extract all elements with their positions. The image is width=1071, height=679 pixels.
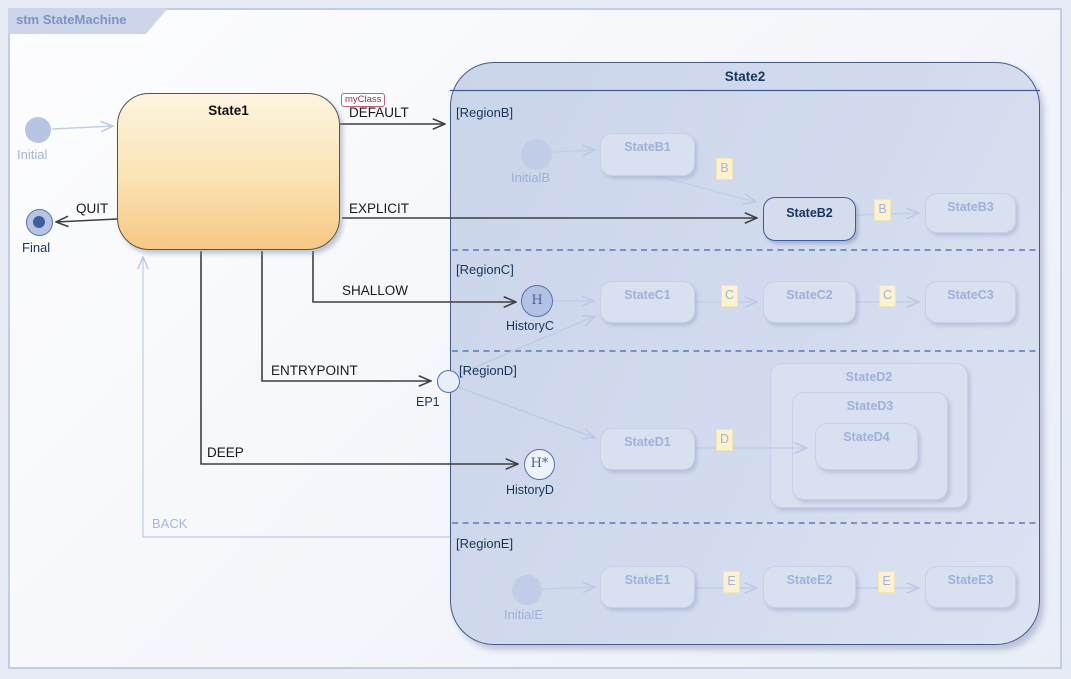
trigger-badge-b2[interactable]: B	[874, 199, 891, 221]
entry-point-ep1-node[interactable]	[437, 370, 460, 393]
transition-ep1-to-stated1[interactable]	[457, 386, 595, 438]
historyd-node[interactable]: H*	[524, 449, 555, 480]
state-e2[interactable]: StateE2	[763, 566, 856, 608]
state2-title: State2	[724, 69, 766, 84]
state-c3-label: StateC3	[947, 288, 994, 302]
region-b-label: [RegionB]	[456, 105, 514, 120]
state-e3[interactable]: StateE3	[925, 566, 1016, 608]
state-d4-label: StateD4	[843, 430, 890, 444]
transition-label-quit[interactable]: QUIT	[76, 201, 109, 216]
initiale-node[interactable]	[512, 575, 542, 605]
state-c2[interactable]: StateC2	[763, 281, 856, 323]
initialb-label: InitialB	[511, 170, 551, 185]
state-b1[interactable]: StateB1	[600, 133, 695, 176]
transition-entrypoint[interactable]	[261, 251, 431, 381]
trigger-d-text: D	[719, 432, 730, 446]
final-node-dot	[33, 216, 45, 228]
transition-label-shallow[interactable]: SHALLOW	[342, 283, 409, 298]
state-d1[interactable]: StateD1	[600, 428, 695, 470]
state-e1-label: StateE1	[624, 573, 671, 587]
transition-quit[interactable]	[56, 219, 118, 222]
state1-title: State1	[208, 103, 249, 118]
transition-label-back[interactable]: BACK	[152, 516, 188, 531]
trigger-badge-d[interactable]: D	[716, 429, 733, 451]
state-b3-label: StateB3	[947, 200, 994, 214]
shallow-history-icon: H	[531, 292, 543, 308]
trigger-b1-text: B	[720, 161, 729, 175]
region-c-label: [RegionC]	[456, 262, 514, 277]
state-c2-label: StateC2	[786, 288, 833, 302]
state-d4[interactable]: StateD4	[815, 423, 918, 470]
state1[interactable]: State1	[117, 93, 340, 250]
trigger-c1-text: C	[724, 288, 735, 302]
transition-deep[interactable]	[200, 251, 518, 464]
state-c1[interactable]: StateC1	[600, 281, 695, 323]
final-label: Final	[22, 240, 51, 255]
ep1-label: EP1	[416, 395, 440, 409]
diagram-title: stm StateMachine	[16, 12, 127, 27]
trigger-badge-b1[interactable]: B	[716, 158, 733, 180]
state-e1[interactable]: StateE1	[600, 566, 695, 608]
transition-initial-to-state1[interactable]	[51, 126, 113, 129]
state-c3[interactable]: StateC3	[925, 281, 1016, 323]
historyc-node[interactable]: H	[521, 285, 553, 317]
transition-label-default[interactable]: DEFAULT	[349, 105, 409, 120]
trigger-e2-text: E	[882, 574, 891, 588]
state-b2-label: StateB2	[786, 206, 833, 220]
transition-back[interactable]	[143, 257, 450, 538]
transition-initialb-to-stateb1[interactable]	[551, 150, 595, 152]
diagram-frame-tab[interactable]: stm StateMachine	[8, 8, 168, 34]
trigger-badge-e1[interactable]: E	[723, 571, 740, 593]
region-d-label: [RegionD]	[459, 363, 517, 378]
transition-initiale-to-statee1[interactable]	[541, 587, 595, 589]
historyd-label: HistoryD	[506, 483, 554, 497]
final-node[interactable]	[26, 209, 53, 236]
state-d3-label: StateD3	[846, 399, 894, 413]
trigger-e1-text: E	[727, 574, 736, 588]
transition-label-entrypoint[interactable]: ENTRYPOINT	[271, 363, 358, 378]
trigger-c2-text: C	[882, 288, 893, 302]
deep-history-icon: H*	[530, 456, 549, 471]
trigger-badge-c2[interactable]: C	[879, 285, 896, 307]
transition-label-explicit[interactable]: EXPLICIT	[349, 201, 410, 216]
transition-shallow[interactable]	[312, 251, 516, 302]
trigger-b2-text: B	[878, 202, 887, 216]
transition-stateb1-to-stateb2[interactable]	[656, 175, 756, 202]
state-b2[interactable]: StateB2	[763, 197, 856, 241]
trigger-badge-e2[interactable]: E	[878, 571, 895, 593]
initial-label: Initial	[17, 147, 48, 162]
transition-label-deep[interactable]: DEEP	[207, 445, 244, 460]
state-d1-label: StateD1	[624, 435, 671, 449]
state-c1-label: StateC1	[624, 288, 671, 302]
historyc-label: HistoryC	[506, 319, 554, 333]
trigger-badge-c1[interactable]: C	[721, 285, 738, 307]
initiale-label: InitialE	[504, 607, 544, 622]
state-b1-label: StateB1	[624, 140, 671, 154]
state-e3-label: StateE3	[947, 573, 994, 587]
state-b3[interactable]: StateB3	[925, 193, 1016, 233]
initial-node[interactable]	[25, 117, 51, 143]
state-e2-label: StateE2	[786, 573, 833, 587]
initialb-node[interactable]	[521, 139, 552, 170]
stereotype-myclass[interactable]: myClass	[341, 93, 386, 107]
transition-ep1-to-statec1[interactable]	[458, 316, 595, 375]
state-d2-label: StateD2	[845, 370, 893, 384]
region-e-label: [RegionE]	[456, 536, 514, 551]
